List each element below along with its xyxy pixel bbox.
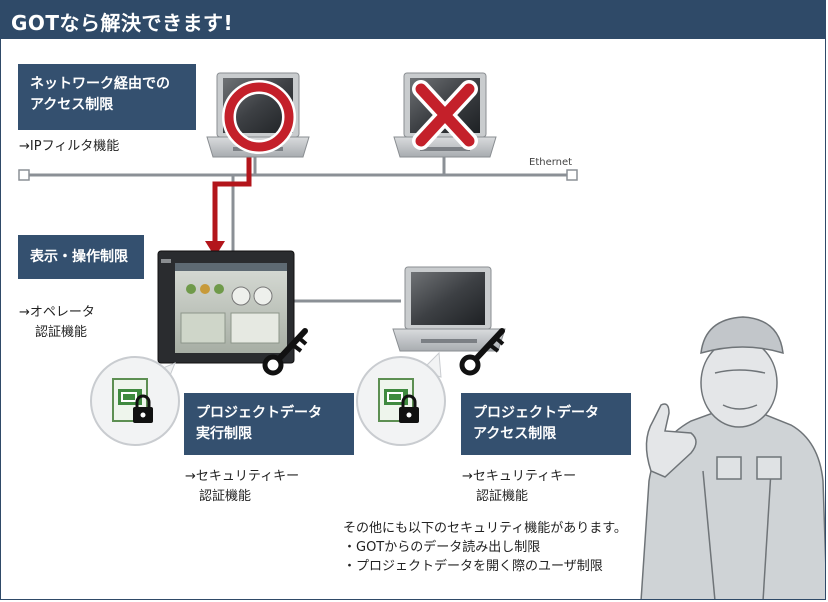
access-box-line1: プロジェクトデータ	[473, 405, 599, 421]
circle-ok-icon	[222, 80, 296, 154]
access-restriction-box: プロジェクトデータ アクセス制限	[461, 393, 631, 455]
ethernet-label: Ethernet	[529, 157, 573, 168]
exec-restriction-box: プロジェクトデータ 実行制限	[184, 393, 354, 455]
exec-caption: →セキュリティキー 認証機能	[185, 467, 299, 507]
display-caption-line1: →オペレータ	[19, 305, 95, 320]
display-box-label: 表示・操作制限	[30, 249, 128, 265]
access-caption: →セキュリティキー 認証機能	[462, 467, 576, 507]
exec-box-line1: プロジェクトデータ	[196, 405, 322, 421]
access-box-line2: アクセス制限	[473, 426, 557, 442]
additional-features-note: その他にも以下のセキュリティ機能があります。 ・GOTからのデータ読み出し制限 …	[343, 519, 627, 576]
project-file-bubble-2	[356, 351, 446, 446]
key-icon-got	[262, 328, 308, 376]
access-arrow	[205, 157, 252, 257]
note-line1: その他にも以下のセキュリティ機能があります。	[343, 521, 627, 536]
ethernet-line	[18, 169, 578, 181]
network-box-line2: アクセス制限	[30, 97, 114, 113]
note-line2: ・GOTからのデータ読み出し制限	[343, 540, 541, 555]
exec-caption-line2: 認証機能	[199, 489, 252, 504]
header-bar: GOTなら解決できます!	[1, 1, 825, 39]
exec-box-line2: 実行制限	[196, 426, 252, 442]
display-restriction-box: 表示・操作制限	[18, 235, 144, 279]
exec-caption-line1: →セキュリティキー	[185, 469, 300, 484]
worker-illustration	[640, 316, 825, 599]
network-caption: →IPフィルタ機能	[19, 139, 120, 154]
project-file-bubble-1	[90, 356, 180, 446]
display-caption-line2: 認証機能	[35, 325, 88, 340]
cross-ng-icon	[412, 80, 478, 150]
note-line3: ・プロジェクトデータを開く際のユーザ制限	[343, 559, 603, 574]
display-caption: →オペレータ 認証機能	[19, 303, 95, 343]
laptop-project	[392, 266, 506, 352]
got-panel	[157, 250, 295, 364]
access-caption-line2: 認証機能	[476, 489, 529, 504]
page-title: GOTなら解決できます!	[11, 11, 234, 35]
network-box-line1: ネットワーク経由での	[30, 76, 170, 92]
access-caption-line1: →セキュリティキー	[462, 469, 577, 484]
key-icon-laptop	[459, 328, 505, 376]
network-restriction-box: ネットワーク経由での アクセス制限	[18, 64, 196, 130]
